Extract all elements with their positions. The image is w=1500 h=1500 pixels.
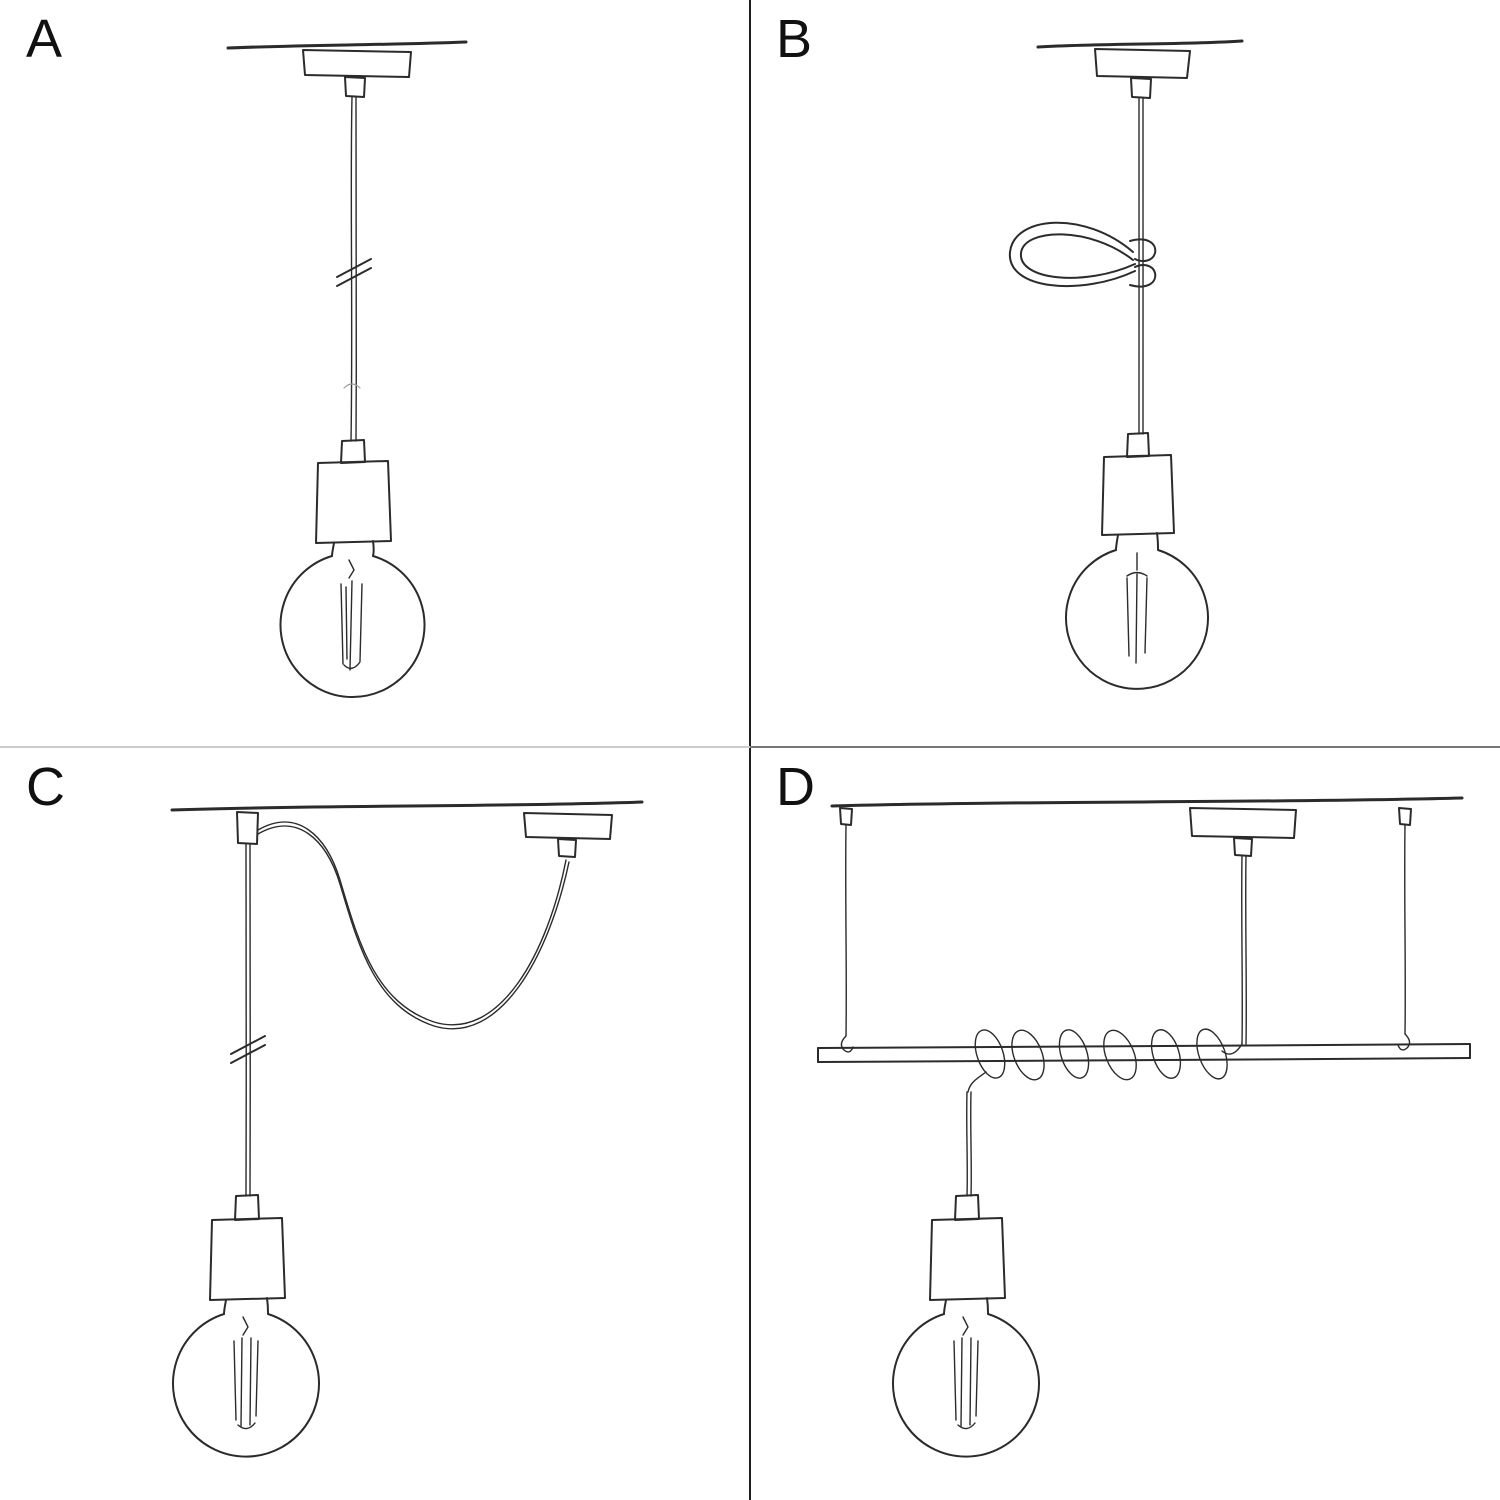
light-bulb-a [279, 540, 426, 698]
swag-cable-c [257, 821, 570, 1030]
panel-option-b: B [750, 0, 1500, 750]
sketch-pendant-swag [170, 800, 644, 1458]
vertical-divider [749, 0, 751, 1500]
option-label-c: C [26, 757, 66, 817]
option-label-d: D [776, 757, 816, 817]
sketch-pendant-cable-clip [1008, 39, 1244, 690]
wood-bar-d [817, 1043, 1471, 1063]
light-bulb-c [172, 1297, 320, 1458]
coiled-cable-d [967, 1028, 1243, 1093]
lamp-holder-c [209, 1194, 286, 1301]
light-bulb-b [1065, 532, 1209, 690]
panel-option-a: A [0, 0, 750, 750]
lamp-holder-d [929, 1194, 1006, 1301]
pendant-cable-d [966, 1091, 972, 1197]
ceiling-line-d [830, 796, 1464, 808]
ceiling-mount-a [226, 40, 468, 98]
ceiling-mount-c [170, 800, 644, 858]
panel-option-d: D [750, 748, 1500, 1498]
pendant-cable-c [230, 843, 266, 1197]
suspension-wires-d [839, 807, 1412, 1053]
cable-clip-b [1008, 221, 1157, 288]
sketch-pendant-bar-wrap [817, 796, 1471, 1458]
light-bulb-d [892, 1297, 1040, 1458]
lamp-holder-a [315, 439, 392, 544]
option-label-b: B [776, 9, 814, 69]
ceiling-mount-b [1036, 39, 1244, 99]
pendant-cable-a [336, 96, 372, 442]
sketch-pendant-straight-cable [226, 40, 468, 698]
horizontal-divider [0, 746, 1500, 748]
ceiling-mount-d [1189, 807, 1297, 1045]
lamp-holder-b [1101, 432, 1175, 536]
panel-option-c: C [0, 748, 750, 1498]
option-label-a: A [26, 9, 64, 69]
